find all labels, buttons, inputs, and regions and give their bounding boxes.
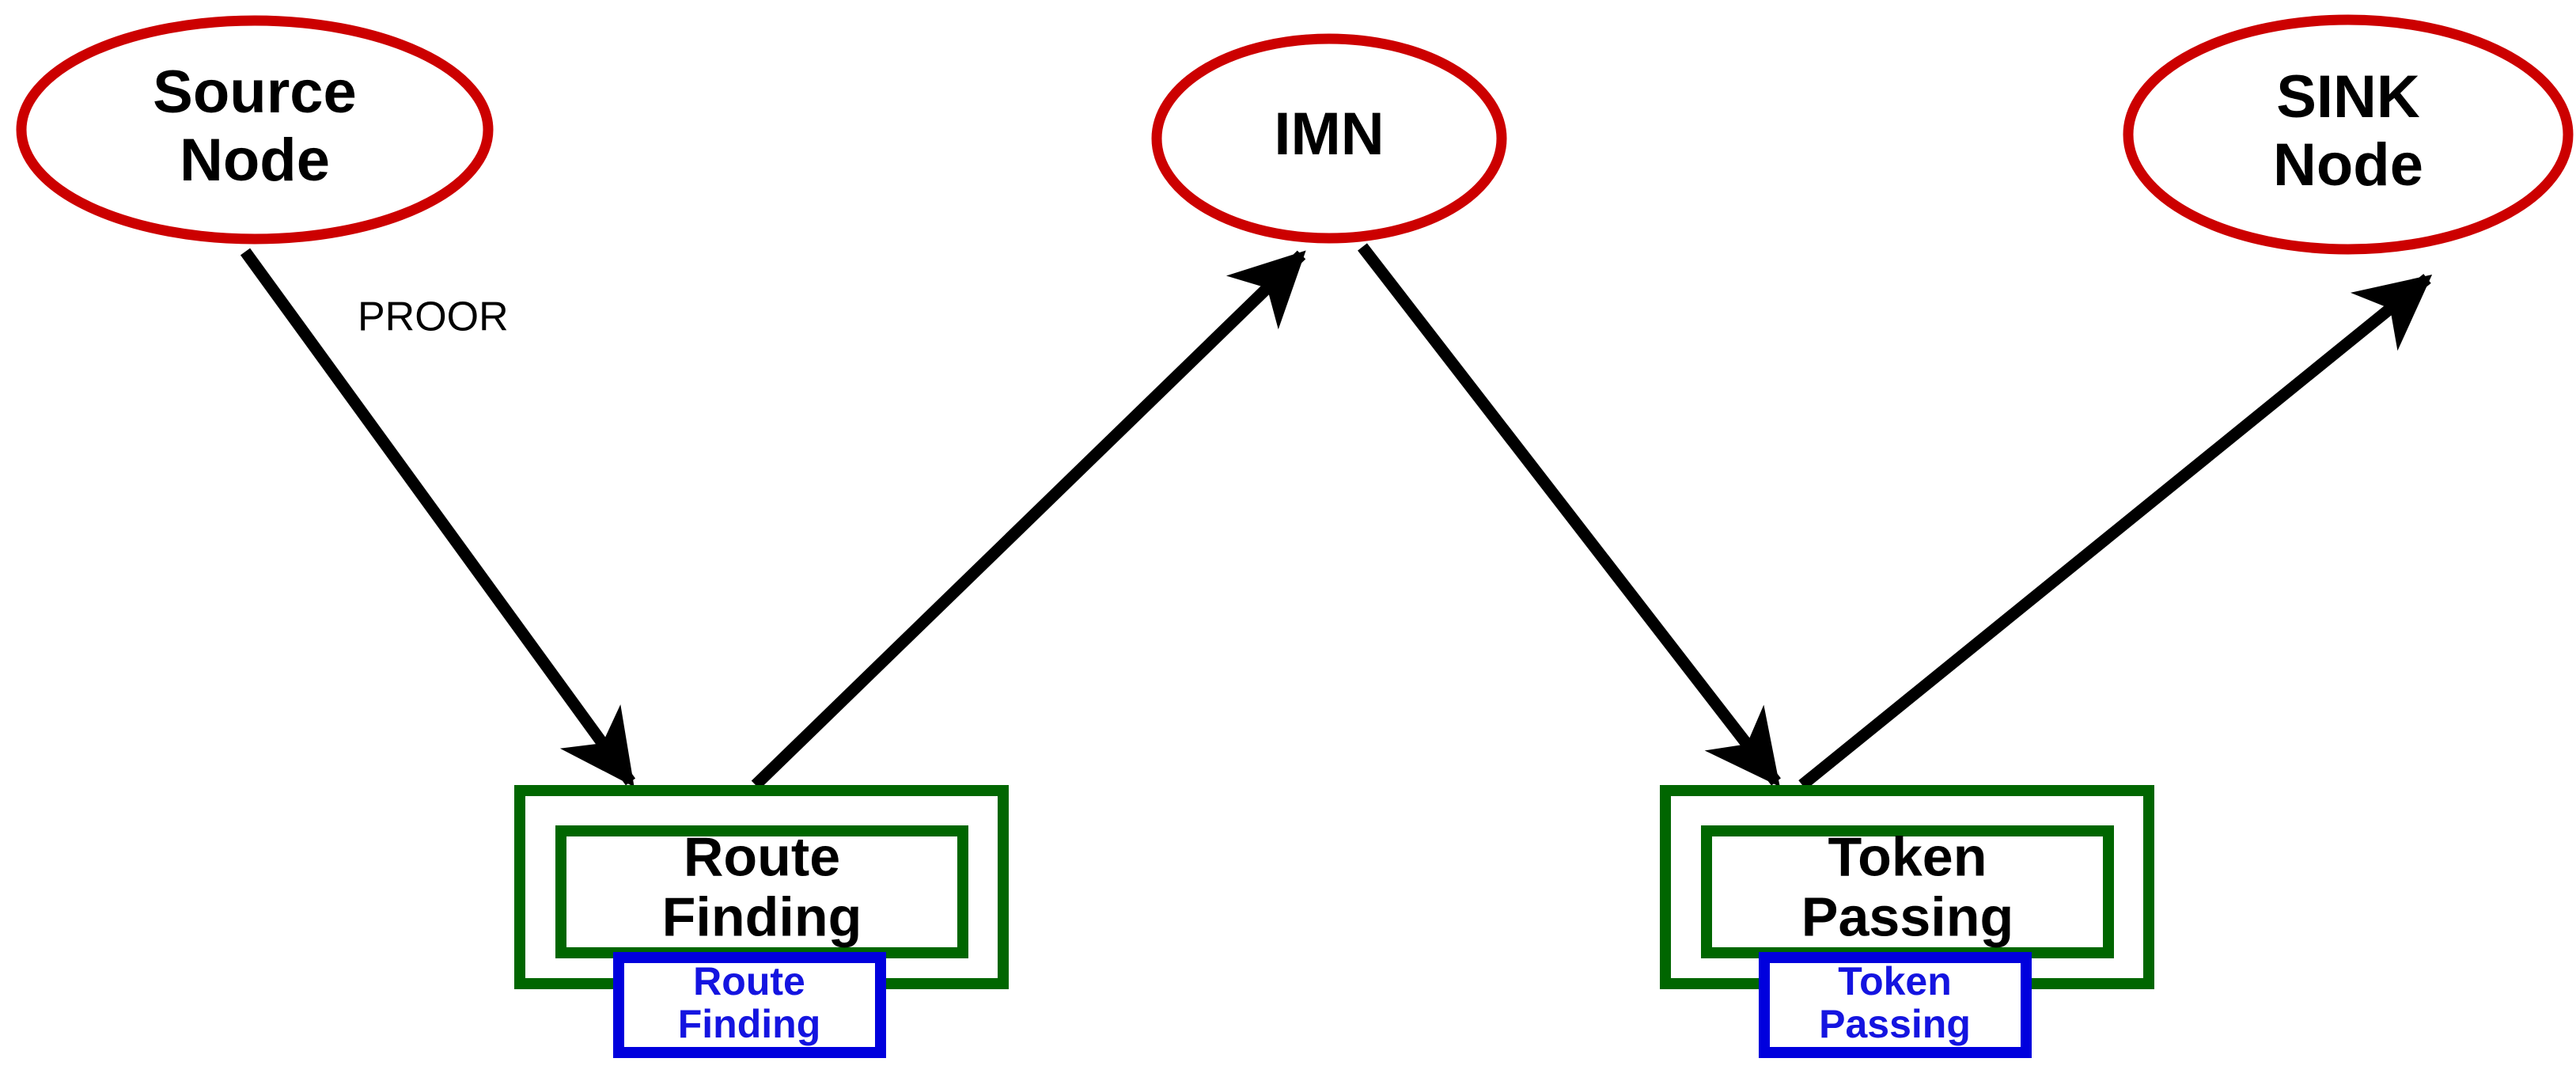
- edge-label-proor: PROOR: [358, 294, 509, 340]
- token-passing-protocol-box[interactable]: [1759, 952, 2032, 1058]
- edge-token-passing-to-sink: [1798, 274, 2433, 790]
- route-finding-protocol-label-line2: Finding: [678, 1002, 821, 1046]
- edge-source-to-route-finding: [240, 248, 636, 787]
- edge-route-finding-to-imn: [751, 250, 1306, 790]
- route-finding-protocol-box[interactable]: [613, 952, 886, 1058]
- edges-layer: [240, 243, 2433, 790]
- source-node-label-line2: Node: [180, 127, 330, 194]
- sink-node-ellipse: [2123, 14, 2574, 255]
- route-finding-module[interactable]: Route Finding Route Finding: [514, 785, 1009, 1058]
- source-node-label-line1: Source: [153, 59, 357, 126]
- source-node[interactable]: Source Node: [16, 15, 494, 245]
- source-node-ellipse: [16, 15, 494, 245]
- route-finding-label-line2: Finding: [662, 886, 862, 947]
- route-finding-protocol-label-line1: Route: [693, 959, 805, 1003]
- route-finding-label-line1: Route: [684, 825, 840, 887]
- sink-node[interactable]: SINK Node: [2123, 14, 2574, 255]
- imn-node-label-line1: IMN: [1274, 101, 1384, 168]
- edge-imn-to-token-passing: [1358, 243, 1781, 787]
- token-passing-module[interactable]: Token Passing Token Passing: [1660, 785, 2154, 1058]
- imn-node-ellipse: [1151, 33, 1507, 244]
- token-passing-label-line1: Token: [1828, 825, 1987, 887]
- token-passing-protocol-label-line1: Token: [1838, 959, 1952, 1003]
- token-passing-protocol-label-line2: Passing: [1819, 1002, 1971, 1046]
- route-finding-inner-box: [555, 825, 968, 958]
- sink-node-label-line1: SINK: [2276, 63, 2420, 131]
- sink-node-label-line2: Node: [2273, 131, 2423, 199]
- token-passing-label-line2: Passing: [1801, 886, 2013, 947]
- token-passing-inner-box: [1701, 825, 2114, 958]
- imn-node[interactable]: IMN: [1151, 33, 1507, 244]
